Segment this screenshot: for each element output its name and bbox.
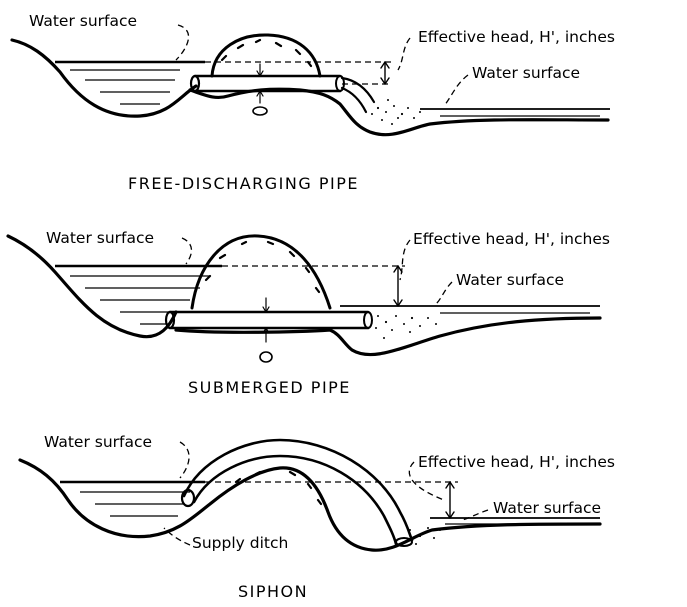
downstream-water — [420, 108, 610, 117]
levee-mound — [190, 234, 332, 310]
ground-profile — [6, 234, 178, 339]
leader-supply-ditch — [163, 527, 191, 546]
siphon-tube — [180, 438, 414, 547]
head-arrow — [380, 61, 390, 85]
pipe — [164, 310, 373, 330]
leader-head — [397, 37, 411, 71]
leader-downstream — [443, 74, 469, 107]
panel-submerged-pipe: Water surface Effective head, H', inches… — [6, 229, 610, 397]
upstream-water-label: Water surface — [29, 12, 137, 30]
ground-profile-downstream — [174, 316, 602, 357]
effective-head-label: Effective head, H', inches — [418, 28, 615, 46]
leader-downstream — [461, 509, 489, 521]
effective-head-label: Effective head, H', inches — [418, 453, 615, 471]
panel-caption: SIPHON — [238, 582, 308, 601]
downstream-water-label: Water surface — [472, 64, 580, 82]
upstream-water — [60, 480, 205, 517]
splash-stipple — [371, 99, 421, 125]
leader-head — [399, 239, 411, 281]
downstream-water — [430, 517, 600, 525]
upstream-water-label: Water surface — [44, 433, 152, 451]
leader-downstream — [435, 281, 453, 305]
downstream-water-label: Water surface — [456, 271, 564, 289]
panel-caption: SUBMERGED PIPE — [188, 378, 351, 397]
panel-siphon: Water surface Effective head, H', inches… — [18, 433, 615, 601]
panel-caption: FREE-DISCHARGING PIPE — [128, 174, 359, 193]
head-arrow — [445, 481, 455, 519]
ground-profile — [10, 38, 198, 118]
effective-head-label: Effective head, H', inches — [413, 230, 610, 248]
leader-upstream — [181, 237, 193, 265]
downstream-water-label: Water surface — [493, 499, 601, 517]
pipe-diameter-marker — [259, 297, 273, 363]
discharge-jet — [340, 76, 376, 114]
ground-profile — [18, 458, 602, 552]
upstream-water-label: Water surface — [46, 229, 154, 247]
levee-mound — [210, 33, 322, 78]
leader-upstream — [175, 24, 190, 61]
panel-free-discharging-pipe: Water surface Effective head, H', inches… — [10, 12, 615, 193]
upstream-water — [55, 264, 222, 325]
outlet-stipple — [375, 315, 437, 339]
supply-ditch-label: Supply ditch — [192, 534, 288, 552]
downstream-water — [340, 305, 600, 314]
leader-head — [408, 461, 445, 501]
outlet-stipple — [409, 527, 441, 545]
head-arrow — [393, 265, 403, 307]
ground-profile-downstream — [188, 87, 610, 137]
pipe-diameter-marker — [252, 63, 268, 116]
leader-upstream — [179, 441, 190, 479]
upstream-water — [55, 60, 205, 105]
